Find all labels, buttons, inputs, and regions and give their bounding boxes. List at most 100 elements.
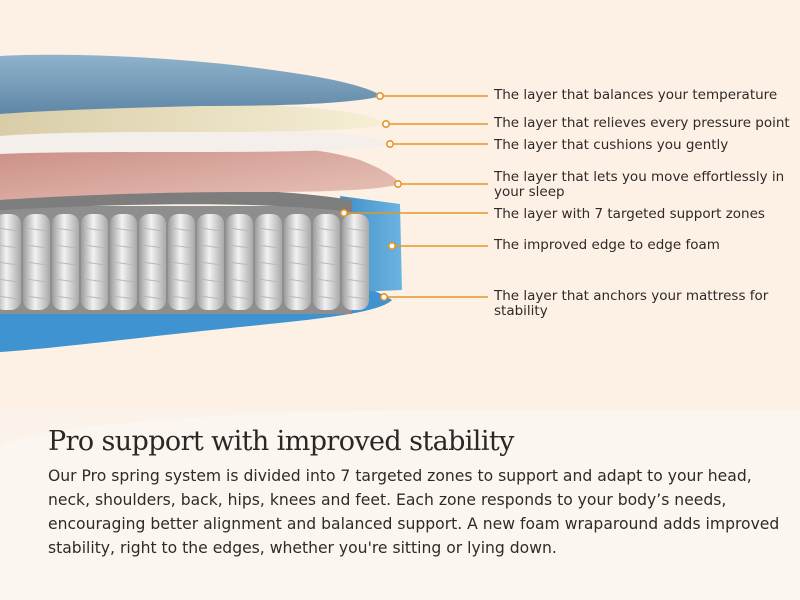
pocket-spring <box>313 214 340 310</box>
spring-coil-line <box>141 227 164 232</box>
spring-coil-line <box>83 295 106 300</box>
leader-dot <box>393 180 402 189</box>
spring-coil-line <box>170 244 193 249</box>
spring-coil-line <box>54 278 77 283</box>
spring-coil-line <box>344 278 367 283</box>
pocket-spring <box>23 214 50 310</box>
spring-coil-line <box>315 278 338 283</box>
spring-coil-line <box>315 261 338 266</box>
callout-base-layer: The layer that anchors your mattress for… <box>494 288 769 319</box>
mattress-illustration <box>0 54 488 352</box>
callout-glide-layer: The layer that lets you move effortlessl… <box>494 169 785 200</box>
spring-coil-line <box>344 295 367 300</box>
spring-coil-line <box>286 295 309 300</box>
pocket-spring <box>0 214 21 310</box>
pocket-spring <box>52 214 79 310</box>
spring-coil-line <box>199 244 222 249</box>
page-title: Pro support with improved stability <box>48 426 514 457</box>
pocket-spring <box>284 214 311 310</box>
spring-coil-line <box>25 227 48 232</box>
spring-coil-line <box>228 244 251 249</box>
spring-coil-line <box>199 278 222 283</box>
spring-coil-line <box>228 295 251 300</box>
spring-coil-line <box>344 261 367 266</box>
callout-pressure-relief-layer: The layer that relieves every pressure p… <box>494 115 790 131</box>
spring-coil-line <box>112 244 135 249</box>
spring-coil-line <box>286 227 309 232</box>
spring-coil-line <box>83 278 106 283</box>
pocket-spring <box>81 214 108 310</box>
callout-edge-foam: The improved edge to edge foam <box>494 237 720 253</box>
leader-dot <box>379 292 388 301</box>
spring-coil-line <box>199 261 222 266</box>
spring-coil-line <box>170 227 193 232</box>
pocket-spring <box>139 214 166 310</box>
cushion-layer <box>0 126 390 154</box>
spring-coil-line <box>112 278 135 283</box>
spring-coil-line <box>315 295 338 300</box>
spring-coil-line <box>228 278 251 283</box>
temperature-layer <box>0 54 382 114</box>
spring-coil-line <box>257 244 280 249</box>
pocket-spring <box>168 214 195 310</box>
leader-dot <box>387 242 396 251</box>
pocket-spring <box>226 214 253 310</box>
spring-coil-line <box>0 295 19 300</box>
spring-coil-line <box>170 278 193 283</box>
pressure-relief-layer <box>0 101 386 136</box>
spring-coil-line <box>25 295 48 300</box>
spring-coil-line <box>286 261 309 266</box>
spring-coil-line <box>54 244 77 249</box>
spring-coil-line <box>83 227 106 232</box>
spring-coil-line <box>228 227 251 232</box>
spring-coil-line <box>54 295 77 300</box>
spring-coil-line <box>257 278 280 283</box>
spring-coil-line <box>141 278 164 283</box>
spring-coil-line <box>228 261 251 266</box>
spring-coil-line <box>54 227 77 232</box>
spring-coil-line <box>286 278 309 283</box>
leader-dot <box>339 209 348 218</box>
leader-dot <box>385 140 394 149</box>
spring-coil-line <box>0 278 19 283</box>
spring-coil-line <box>170 295 193 300</box>
spring-coil-line <box>25 244 48 249</box>
spring-coil-line <box>257 295 280 300</box>
spring-coil-line <box>25 261 48 266</box>
description-panel <box>0 410 800 600</box>
callout-cushion-layer: The layer that cushions you gently <box>494 137 729 153</box>
pocket-spring <box>110 214 137 310</box>
glide-layer <box>0 142 400 200</box>
spring-coil-line <box>83 261 106 266</box>
spring-coil-line <box>199 227 222 232</box>
spring-coil-line <box>257 227 280 232</box>
pocket-spring <box>255 214 282 310</box>
leader-dot <box>381 120 390 129</box>
spring-coil-line <box>141 261 164 266</box>
spring-coil-line <box>112 295 135 300</box>
spring-coil-line <box>112 227 135 232</box>
spring-coil-line <box>0 244 19 249</box>
spring-coil-line <box>315 244 338 249</box>
spring-coil-line <box>344 244 367 249</box>
spring-coil-line <box>141 244 164 249</box>
callout-temperature-layer: The layer that balances your temperature <box>494 87 778 103</box>
pocket-spring <box>197 214 224 310</box>
callout-leaders <box>339 92 488 301</box>
callout-support-zones-layer: The layer with 7 targeted support zones <box>494 206 765 222</box>
spring-coil-line <box>83 244 106 249</box>
spring-coil-line <box>315 227 338 232</box>
mattress-layers-diagram: The layer that balances your temperature… <box>0 54 790 352</box>
spring-coil-line <box>112 261 135 266</box>
spring-coil-line <box>0 227 19 232</box>
spring-coil-line <box>257 261 280 266</box>
leader-dot <box>375 92 384 101</box>
spring-coil-line <box>170 261 193 266</box>
spring-coil-line <box>25 278 48 283</box>
spring-coil-line <box>286 244 309 249</box>
pocket-springs <box>0 214 369 310</box>
description-text: Our Pro spring system is divided into 7 … <box>48 467 780 557</box>
spring-coil-line <box>0 261 19 266</box>
spring-coil-line <box>141 295 164 300</box>
spring-coil-line <box>199 295 222 300</box>
